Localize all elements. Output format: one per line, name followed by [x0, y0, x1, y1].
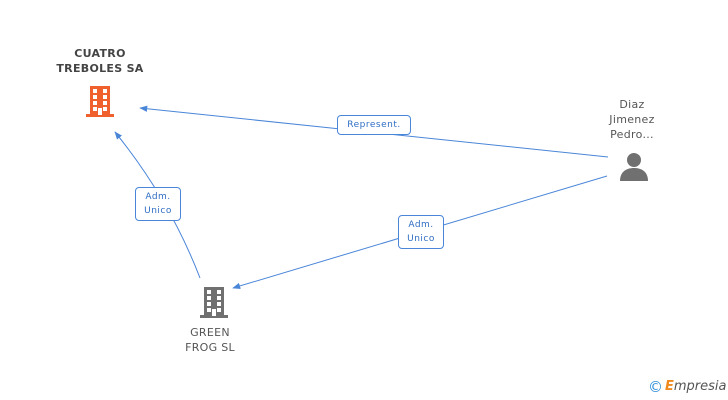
brand-rest: mpresia: [673, 379, 727, 394]
node-name-line: Diaz: [619, 98, 645, 111]
edge-label-line: Adm.: [408, 220, 434, 230]
copyright-icon: ©: [648, 378, 663, 396]
brand-first-letter: E: [665, 379, 674, 394]
node-green-frog-name[interactable]: GREEN FROG SL: [168, 325, 252, 355]
brand-footer: © Empresia: [638, 376, 728, 398]
edge-label-line: Unico: [407, 234, 435, 244]
empresia-logo[interactable]: Empresia: [665, 379, 727, 394]
edge-label-line: Adm.: [145, 192, 171, 202]
node-name-line: CUATRO: [74, 47, 126, 60]
person-icon[interactable]: [618, 152, 650, 182]
edge-label-represent[interactable]: Represent.: [337, 115, 411, 135]
edge-label-adm-unico-green[interactable]: Adm. Unico: [135, 187, 181, 221]
node-cuatro-treboles-name[interactable]: CUATRO TREBOLES SA: [40, 46, 160, 76]
node-name-line: Pedro...: [610, 128, 654, 141]
edge-label-line: Unico: [144, 206, 172, 216]
node-name-line: TREBOLES SA: [56, 62, 144, 75]
node-name-line: FROG SL: [185, 341, 235, 354]
edge-label-adm-unico-diaz[interactable]: Adm. Unico: [398, 215, 444, 249]
edge-label-line: Represent.: [347, 120, 401, 130]
node-name-line: GREEN: [190, 326, 230, 339]
node-name-line: Jimenez: [609, 113, 655, 126]
node-diaz-jimenez-name[interactable]: Diaz Jimenez Pedro...: [590, 97, 674, 142]
building-icon[interactable]: [84, 84, 116, 118]
building-icon[interactable]: [198, 285, 230, 319]
